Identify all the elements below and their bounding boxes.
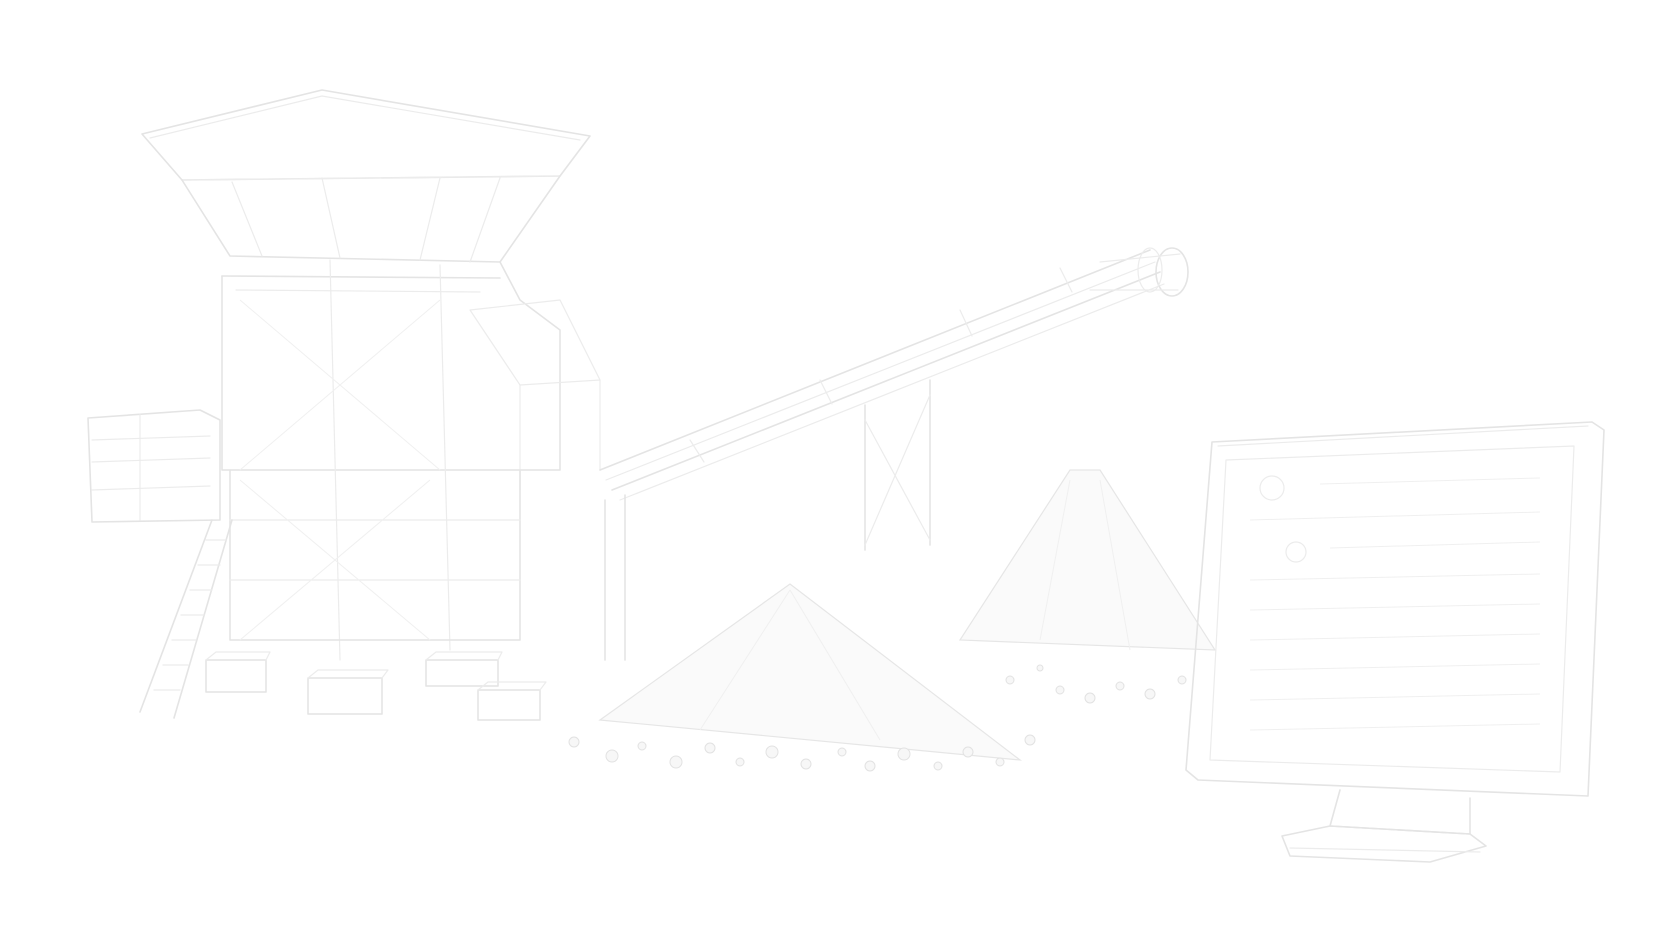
computer-monitor-icon [1185, 421, 1605, 863]
crusher-plant-icon [87, 89, 601, 721]
inclined-conveyor-icon [599, 247, 1189, 661]
aggregate-pile-icon [568, 469, 1217, 772]
